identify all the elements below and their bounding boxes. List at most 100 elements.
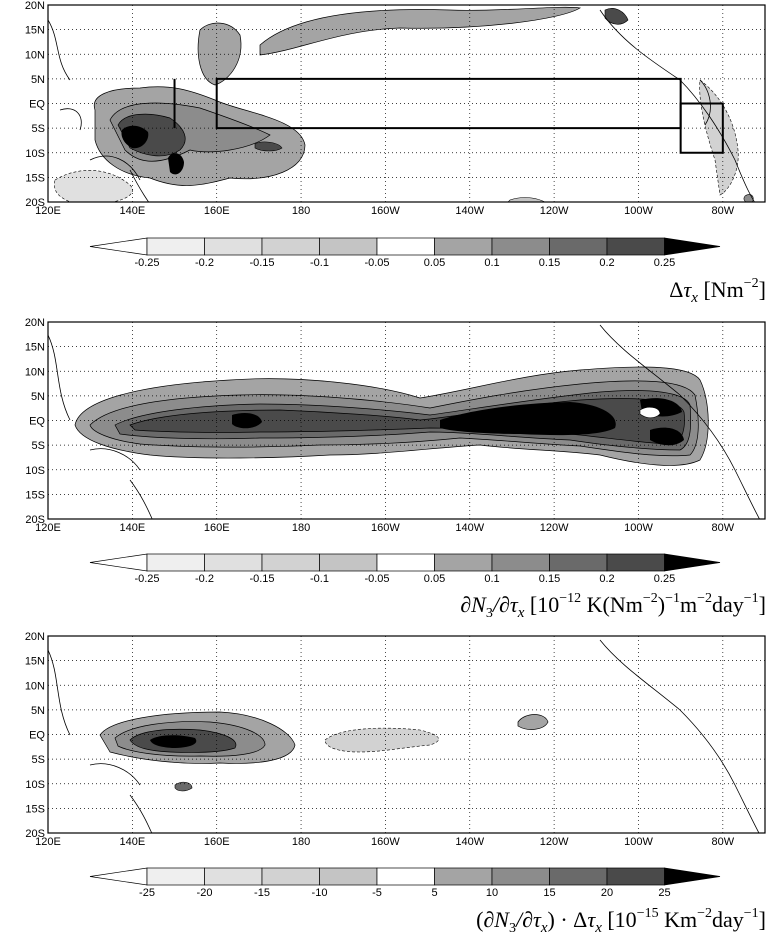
colorbar-label: -0.25 bbox=[134, 257, 159, 269]
lat-tick-label: 20N bbox=[25, 0, 45, 12]
colorbar-segment bbox=[261, 237, 320, 256]
colorbar-segment bbox=[491, 867, 550, 886]
lat-tick-label: 5S bbox=[32, 440, 45, 452]
lon-tick-label: 120E bbox=[35, 205, 61, 217]
colorbar-label: 0.05 bbox=[424, 573, 445, 585]
lat-tick-label: 15N bbox=[25, 342, 45, 354]
lon-tick-label: 80W bbox=[712, 522, 735, 534]
colorbar-label: 0.1 bbox=[484, 257, 499, 269]
colorbar-label: -0.05 bbox=[364, 573, 389, 585]
lon-tick-label: 180 bbox=[292, 205, 310, 217]
colorbar-label: -0.15 bbox=[249, 257, 274, 269]
colorbar-segment bbox=[434, 867, 493, 886]
colorbar-label: -0.15 bbox=[249, 573, 274, 585]
colorbar-label: -15 bbox=[254, 887, 270, 899]
colorbar-label: -0.1 bbox=[310, 573, 329, 585]
colorbar-arrow-right bbox=[664, 237, 721, 256]
lon-tick-label: 140W bbox=[455, 836, 484, 848]
lon-tick-label: 140E bbox=[120, 522, 146, 534]
colorbar-arrow-right bbox=[664, 867, 721, 886]
lon-tick-label: 140W bbox=[455, 205, 484, 217]
lat-tick-label: 20S bbox=[25, 828, 45, 840]
lon-tick-label: 180 bbox=[292, 836, 310, 848]
colorbar-segment bbox=[491, 553, 550, 572]
colorbar-label: 5 bbox=[431, 887, 437, 899]
contour-field-3 bbox=[48, 639, 760, 833]
lon-tick-label: 160E bbox=[204, 522, 230, 534]
lat-tick-label: 5S bbox=[32, 754, 45, 766]
colorbar-segment bbox=[376, 553, 435, 572]
region-box bbox=[679, 102, 724, 154]
colorbar-label: -0.25 bbox=[134, 573, 159, 585]
lon-tick-label: 100W bbox=[624, 522, 653, 534]
colorbar-label: 0.25 bbox=[654, 573, 675, 585]
lat-tick-label: 20S bbox=[25, 514, 45, 526]
colorbar-label: -0.05 bbox=[364, 257, 389, 269]
grid-3 bbox=[48, 636, 765, 833]
boxes-1 bbox=[173, 77, 724, 154]
colorbar-label: -0.2 bbox=[195, 257, 214, 269]
colorbar-segment bbox=[146, 867, 205, 886]
colorbar-arrow-right bbox=[664, 553, 721, 572]
colorbar-label: -0.2 bbox=[195, 573, 214, 585]
colorbar-segment bbox=[261, 867, 320, 886]
lon-tick-label: 160W bbox=[371, 836, 400, 848]
colorbar-arrow-left bbox=[89, 237, 148, 256]
lat-tick-label: 5N bbox=[31, 74, 45, 86]
lon-tick-label: 120W bbox=[540, 836, 569, 848]
lat-tick-label: 15S bbox=[25, 803, 45, 815]
colorbar-segment bbox=[319, 237, 378, 256]
lon-tick-label: 120W bbox=[540, 205, 569, 217]
lon-tick-label: 80W bbox=[712, 205, 735, 217]
lat-tick-label: 20N bbox=[25, 317, 45, 329]
colorbar-segment bbox=[549, 867, 608, 886]
colorbar-label: 0.15 bbox=[539, 257, 560, 269]
colorbar-label: 0.2 bbox=[599, 573, 614, 585]
lon-tick-label: 120W bbox=[540, 522, 569, 534]
colorbar-label: 10 bbox=[486, 887, 498, 899]
colorbar-segment bbox=[319, 867, 378, 886]
colorbar-segment bbox=[376, 237, 435, 256]
colorbar-segment bbox=[491, 237, 550, 256]
lat-tick-label: 15N bbox=[25, 656, 45, 668]
colorbar-segment bbox=[434, 553, 493, 572]
unit-label-2: ∂N3/∂τx [10−12 K(Nm−2)−1m−2day−1] bbox=[460, 591, 766, 621]
lat-tick-label: 5N bbox=[31, 705, 45, 717]
lat-tick-label: EQ bbox=[29, 730, 45, 742]
lon-tick-label: 160W bbox=[371, 205, 400, 217]
colorbar-label: -10 bbox=[312, 887, 328, 899]
colorbar-segment bbox=[204, 553, 263, 572]
lon-tick-label: 100W bbox=[624, 836, 653, 848]
unit-label-3: (∂N3/∂τx) · Δτx [10−15 Km−2day−1] bbox=[476, 906, 766, 935]
colorbar-segment bbox=[549, 237, 608, 256]
lon-tick-label: 140E bbox=[120, 205, 146, 217]
colorbar-segment bbox=[319, 553, 378, 572]
colorbar-segment bbox=[606, 867, 665, 886]
colorbar-segment bbox=[606, 237, 665, 256]
colorbar-label: 0.1 bbox=[484, 573, 499, 585]
colorbar-label: 25 bbox=[658, 887, 670, 899]
colorbar-segment bbox=[146, 553, 205, 572]
contour-field-1 bbox=[48, 6, 755, 202]
lon-tick-label: 100W bbox=[624, 205, 653, 217]
lon-tick-label: 120E bbox=[35, 836, 61, 848]
lat-tick-label: 5N bbox=[31, 391, 45, 403]
lat-tick-label: 10N bbox=[25, 680, 45, 692]
colorbar-segment bbox=[549, 553, 608, 572]
lat-tick-label: EQ bbox=[29, 416, 45, 428]
colorbar-label: 20 bbox=[601, 887, 613, 899]
colorbar-segment bbox=[376, 867, 435, 886]
lon-tick-label: 180 bbox=[292, 522, 310, 534]
